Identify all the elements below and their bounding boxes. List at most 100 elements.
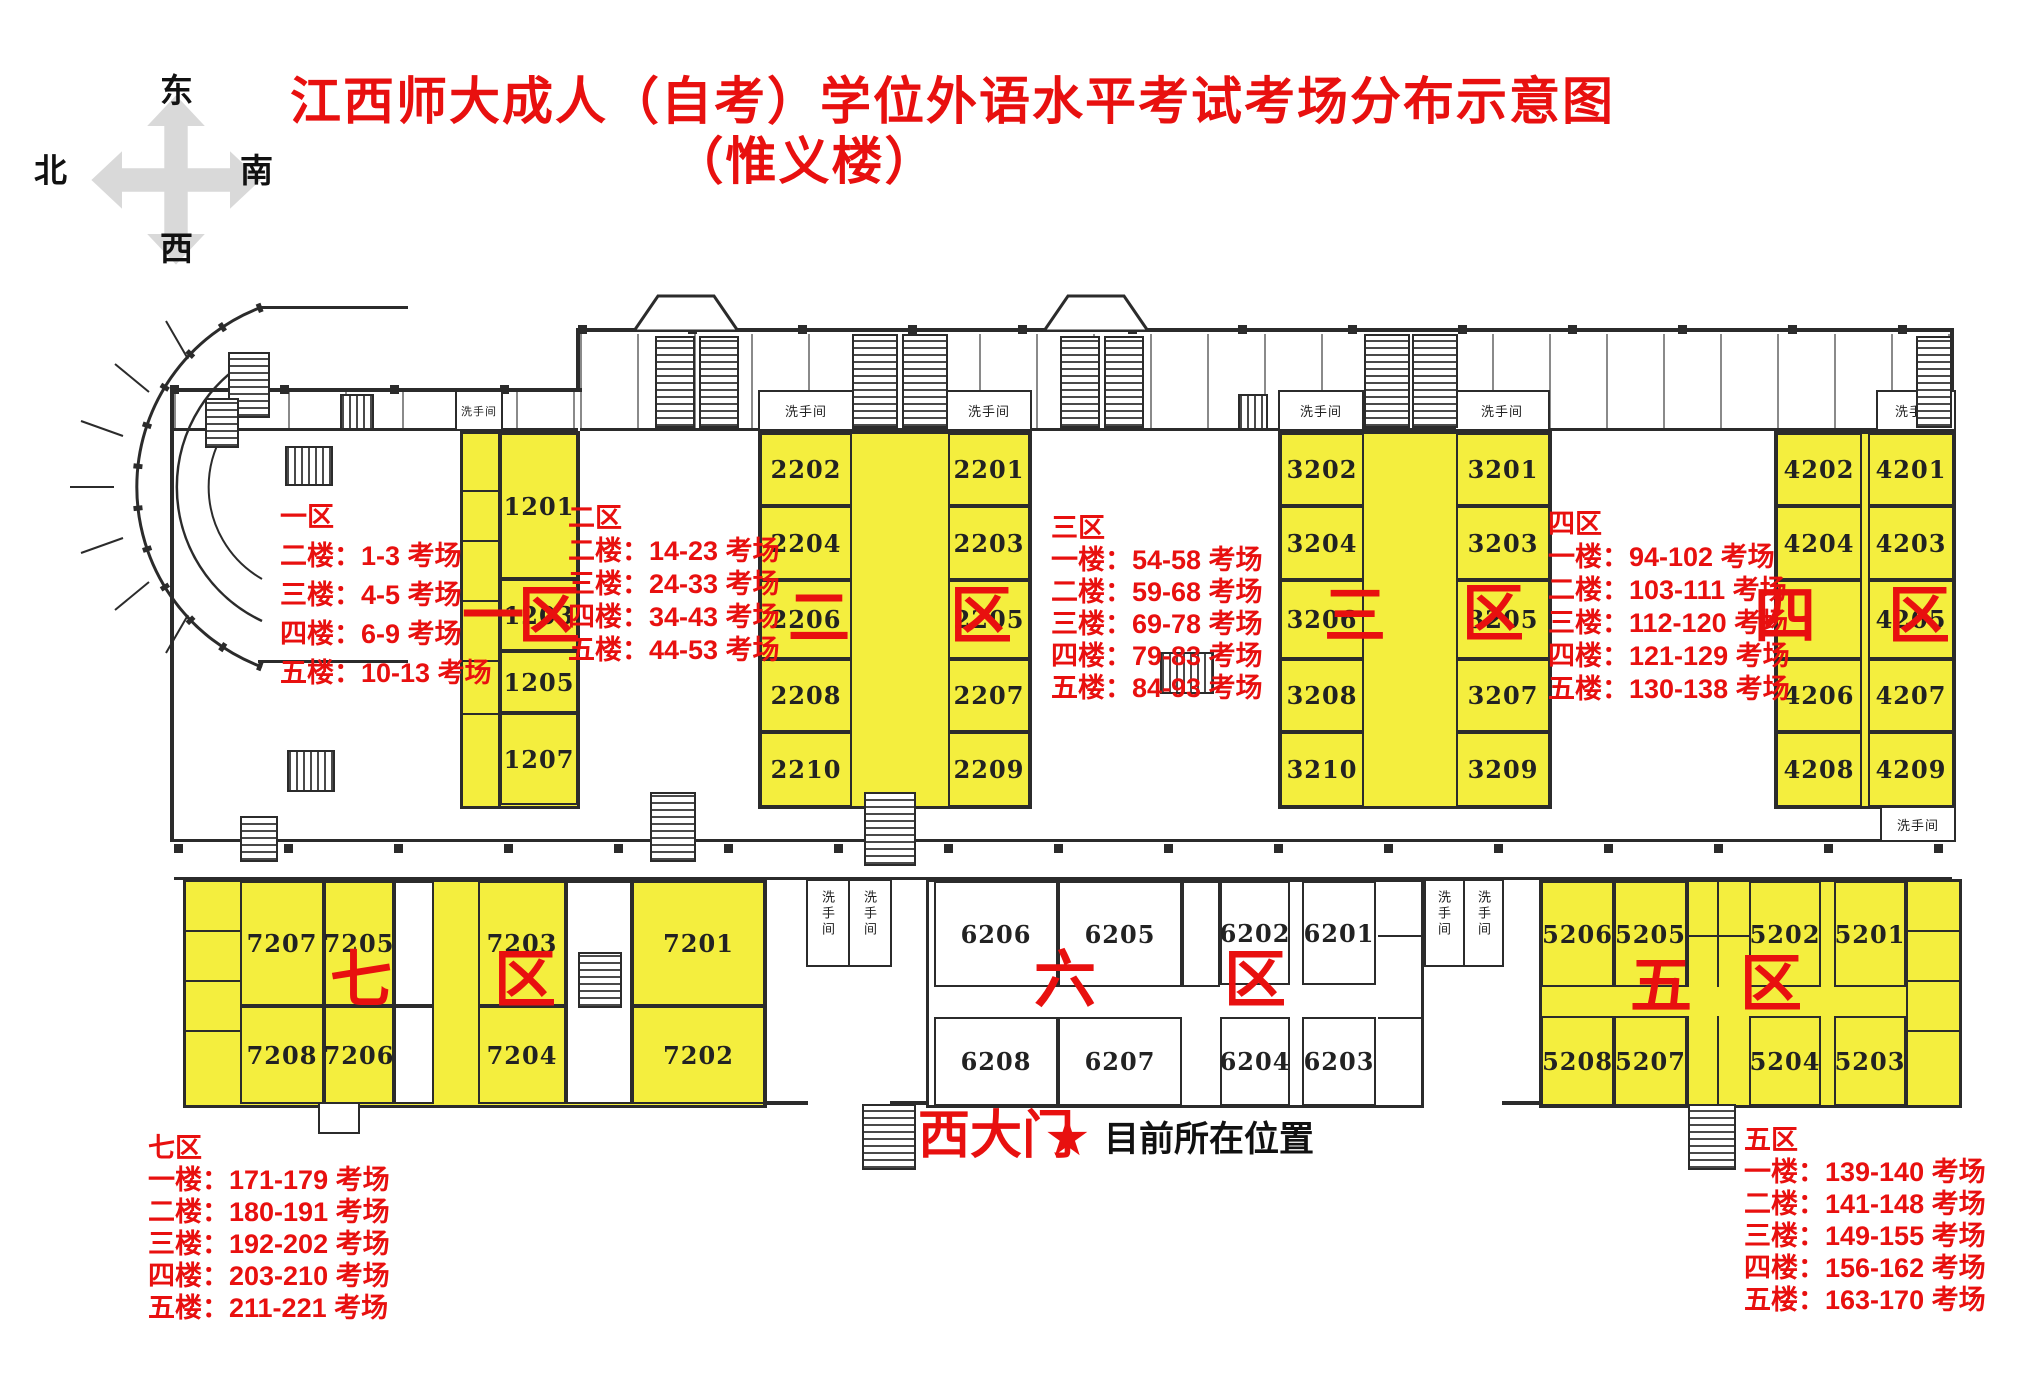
- zone7-info-line: 四楼：203-210 考场: [148, 1261, 390, 1291]
- zone4-info-header: 四区: [1548, 509, 1602, 539]
- wall: [1906, 881, 1908, 1106]
- room-6207: 6207: [1058, 1017, 1182, 1106]
- zone1-info-line: 五楼：10-13 考场: [280, 658, 492, 688]
- staircase: [285, 446, 333, 486]
- utility-cell: [394, 881, 434, 1006]
- staircase: [340, 394, 374, 430]
- room-2201: 2201: [948, 433, 1030, 506]
- zone7-overlay-char2: 区: [494, 946, 557, 1015]
- corridor-ticks: [174, 844, 1952, 853]
- zone2-overlay-char2: 区: [950, 582, 1013, 651]
- zone7-info-line: 五楼：211-221 考场: [148, 1293, 389, 1323]
- room-5208: 5208: [1541, 1016, 1614, 1106]
- wall: [185, 980, 240, 982]
- room-3202: 3202: [1280, 433, 1364, 506]
- roof-bump: [1041, 294, 1151, 332]
- restroom-label: 洗手间: [1436, 890, 1451, 938]
- room-4207: 4207: [1868, 659, 1954, 732]
- zone5-info-header: 五区: [1744, 1125, 1798, 1155]
- room-2208: 2208: [760, 659, 852, 732]
- staircase: [1412, 334, 1458, 428]
- wall: [460, 490, 498, 492]
- wall: [1378, 935, 1422, 937]
- staircase: [1060, 336, 1100, 428]
- zone6-overlay-char1: 六: [1034, 946, 1097, 1015]
- zone1-info-line: 四楼：6-9 考场: [280, 619, 462, 649]
- wall: [185, 1030, 240, 1032]
- room-5201: 5201: [1834, 881, 1906, 987]
- zone1-info: 一区 二楼：1-3 考场 三楼：4-5 考场 四楼：6-9 考场 五楼：10-1…: [280, 498, 492, 693]
- room-7204: 7204: [478, 1006, 566, 1104]
- zone1-info-header: 一区: [280, 502, 334, 532]
- current-location-star-icon: ★: [1044, 1109, 1091, 1167]
- restroom-label: 洗手间: [820, 890, 835, 938]
- zone6-overlay-char2: 区: [1224, 946, 1287, 1015]
- zone5-info-line: 一楼：139-140 考场: [1744, 1157, 1986, 1187]
- zone7-area: [183, 879, 767, 1108]
- corridor-wall: [174, 839, 1952, 842]
- room-7202: 7202: [632, 1006, 765, 1104]
- wall: [460, 540, 498, 542]
- wall-ticks: [578, 325, 1952, 334]
- room-5202: 5202: [1749, 881, 1821, 987]
- room-1205: 1205: [500, 651, 578, 713]
- zone7-info-header: 七区: [148, 1133, 202, 1163]
- room-6205: 6205: [1058, 881, 1182, 987]
- zone3-info-line: 一楼：54-58 考场: [1051, 545, 1263, 575]
- staircase: [1688, 1104, 1736, 1170]
- restroom-cell: 洗手间: [1278, 390, 1364, 431]
- room-7208: 7208: [240, 1006, 324, 1104]
- zone3-info-header: 三区: [1051, 513, 1105, 543]
- staircase: [864, 792, 916, 866]
- room-5207: 5207: [1614, 1016, 1687, 1106]
- zone3-info-line: 四楼：79-83 考场: [1051, 641, 1263, 671]
- wall: [185, 930, 240, 932]
- entrance-stub: [318, 1102, 360, 1134]
- wall: [576, 328, 580, 392]
- current-location-label: 目前所在位置: [1104, 1120, 1315, 1159]
- staircase: [1916, 336, 1952, 428]
- zone2-info-line: 三楼：24-33 考场: [568, 569, 780, 599]
- zone4-info-line: 一楼：94-102 考场: [1548, 542, 1775, 572]
- room-3209: 3209: [1456, 732, 1550, 807]
- zone1-overlay-char2: 区: [518, 582, 581, 651]
- wall-ticks: [170, 385, 582, 394]
- room-5205: 5205: [1614, 881, 1687, 987]
- zone7-info-line: 三楼：192-202 考场: [148, 1229, 390, 1259]
- staircase: [852, 334, 898, 428]
- room-3208: 3208: [1280, 659, 1364, 732]
- wall: [1687, 1016, 1689, 1106]
- staircase: [240, 816, 278, 862]
- zone2-area: [758, 431, 1032, 809]
- room-6203: 6203: [1302, 1017, 1376, 1106]
- room-2203: 2203: [948, 506, 1030, 580]
- zone5-info-line: 四楼：156-162 考场: [1744, 1253, 1986, 1283]
- wall: [1502, 1101, 1541, 1105]
- room-3203: 3203: [1456, 506, 1550, 580]
- wall: [1687, 881, 1689, 987]
- zone4-overlay-char2: 区: [1888, 582, 1951, 651]
- zone3-info: 三区 一楼：54-58 考场 二楼：59-68 考场 三楼：69-78 考场 四…: [1051, 512, 1263, 704]
- room-4204: 4204: [1776, 506, 1862, 580]
- zone4-info-line: 四楼：121-129 考场: [1548, 641, 1790, 671]
- room-4209: 4209: [1868, 732, 1954, 807]
- room-2207: 2207: [948, 659, 1030, 732]
- restroom-cell: 洗手间: [946, 390, 1032, 431]
- room-2204: 2204: [760, 506, 852, 580]
- wall: [1378, 1017, 1422, 1019]
- zone4-area: [1774, 431, 1956, 809]
- room-3204: 3204: [1280, 506, 1364, 580]
- compass-south-label: 南: [240, 152, 273, 189]
- zone5-info-line: 二楼：141-148 考场: [1744, 1189, 1986, 1219]
- west-gate-label: 西大门: [918, 1107, 1075, 1165]
- staircase: [1238, 394, 1268, 430]
- zone3-area: [1278, 431, 1552, 809]
- wall: [1717, 881, 1719, 987]
- wall: [170, 388, 174, 842]
- room-7207: 7207: [240, 881, 324, 1006]
- room-1203: 1203: [500, 579, 578, 651]
- zone3-info-line: 三楼：69-78 考场: [1051, 609, 1263, 639]
- compass-east-label: 东: [160, 72, 193, 109]
- room-1201: 1201: [500, 433, 578, 579]
- west-gate-staircase: [862, 1104, 916, 1170]
